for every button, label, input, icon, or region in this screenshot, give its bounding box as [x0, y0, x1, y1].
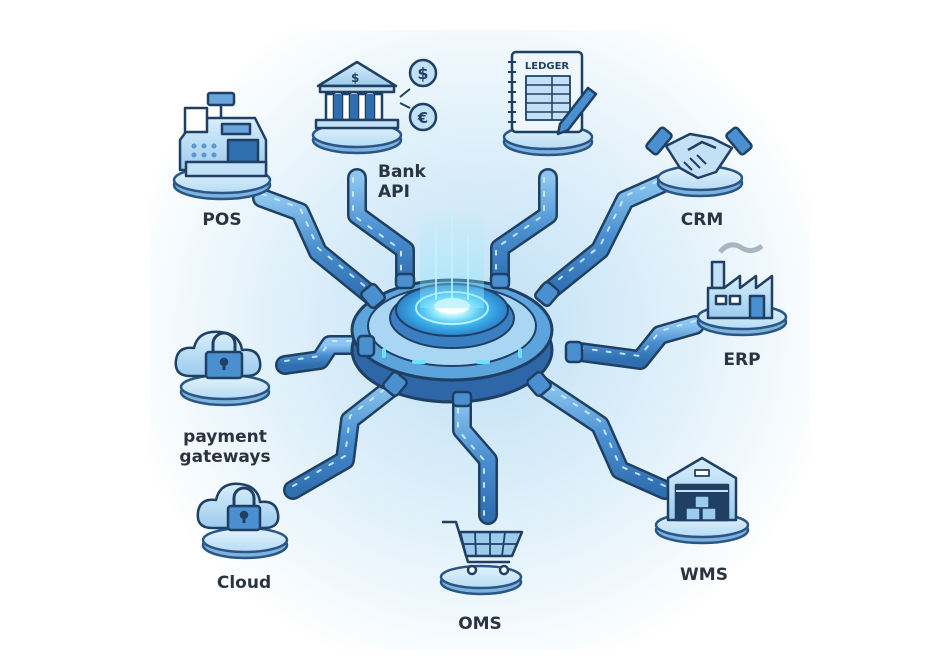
wms-label: WMS	[680, 565, 728, 585]
bank-api-label: Bank API	[378, 162, 434, 202]
erp-label: ERP	[723, 350, 761, 370]
exchange-arrows-icon	[399, 88, 411, 109]
crm-label: CRM	[680, 210, 724, 230]
ledger-notebook-icon: LEDGER	[508, 50, 598, 136]
cash-register-icon	[178, 91, 268, 178]
dollar-coin-icon: $	[408, 58, 438, 88]
pos-label: POS	[202, 210, 242, 230]
pipes	[252, 168, 705, 525]
handshake-icon	[645, 126, 753, 180]
svg-text:€: €	[417, 109, 428, 127]
cloud-lock-icon-cloud	[196, 482, 280, 532]
factory-icon	[706, 242, 774, 320]
bank-api-label-line2: API	[378, 182, 410, 202]
payment-gateways-label: payment gateways	[170, 427, 280, 467]
ledger-text: LEDGER	[525, 61, 570, 72]
euro-coin-icon: €	[408, 102, 438, 132]
cloud-label: Cloud	[216, 573, 272, 593]
central-hub	[350, 210, 584, 408]
bank-api-label-line1: Bank	[378, 162, 426, 182]
payment-gateways-label-line1: payment	[183, 427, 267, 447]
bank-building-icon: $	[314, 60, 400, 130]
shopping-cart-icon	[442, 520, 524, 576]
warehouse-icon	[666, 456, 738, 522]
payment-gateways-label-line2: gateways	[179, 447, 271, 467]
svg-text:$: $	[417, 64, 428, 83]
dollar-symbol: $	[351, 71, 359, 85]
oms-label: OMS	[458, 614, 502, 634]
cloud-lock-icon-payment	[174, 330, 262, 380]
